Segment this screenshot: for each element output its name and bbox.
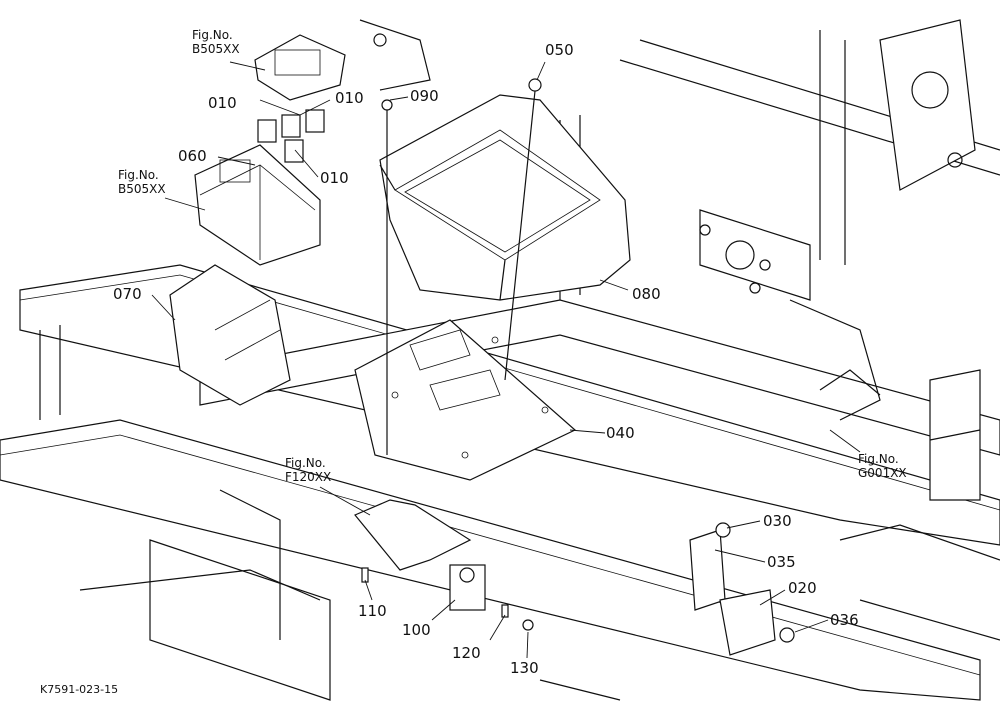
- part-label-010: 010: [208, 94, 237, 112]
- fig-ref-code: G001XX: [858, 466, 907, 480]
- fuse-lid: [254, 34, 346, 101]
- part-label-110: 110: [358, 602, 387, 620]
- part-label-060: 060: [178, 147, 207, 165]
- part-label-020: 020: [788, 579, 817, 597]
- part-label-010: 010: [335, 89, 364, 107]
- part-label-030: 030: [763, 512, 792, 530]
- fig-ref-code: B505XX: [192, 42, 240, 56]
- fig-ref-label: Fig.No.: [192, 28, 233, 42]
- tray-part-080: [379, 94, 631, 301]
- fig-ref-label: Fig.No.: [118, 168, 159, 182]
- fig-ref-code: B505XX: [118, 182, 166, 196]
- part-label-040: 040: [606, 424, 635, 442]
- cover-part-070: [169, 264, 291, 406]
- part-label-090: 090: [410, 87, 439, 105]
- fig-ref-f120: Fig.No. F120XX: [285, 456, 331, 484]
- part-label-080: 080: [632, 285, 661, 303]
- part-label-050: 050: [545, 41, 574, 59]
- relays-part-010: [257, 109, 325, 163]
- plate-part-040: [354, 319, 577, 481]
- drawing-reference: K7591-023-15: [40, 683, 119, 696]
- relay-box-part-060: [194, 144, 321, 266]
- fig-ref-label: Fig.No.: [858, 452, 899, 466]
- fig-ref-label: Fig.No.: [285, 456, 326, 470]
- fig-ref-b505-mid: Fig.No. B505XX: [118, 168, 166, 196]
- switch-part-100: [354, 499, 486, 611]
- part-label-035: 035: [767, 553, 796, 571]
- part-label-010: 010: [320, 169, 349, 187]
- part-label-070: 070: [113, 285, 142, 303]
- bolts: [361, 78, 542, 631]
- part-label-100: 100: [402, 621, 431, 639]
- leader-lines: [151, 61, 861, 659]
- part-label-130: 130: [510, 659, 539, 677]
- fig-ref-code: F120XX: [285, 470, 332, 484]
- fig-ref-g001: Fig.No. G001XX: [858, 452, 907, 480]
- fig-ref-b505-top: Fig.No. B505XX: [192, 28, 240, 56]
- part-label-120: 120: [452, 644, 481, 662]
- part-label-036: 036: [830, 611, 859, 629]
